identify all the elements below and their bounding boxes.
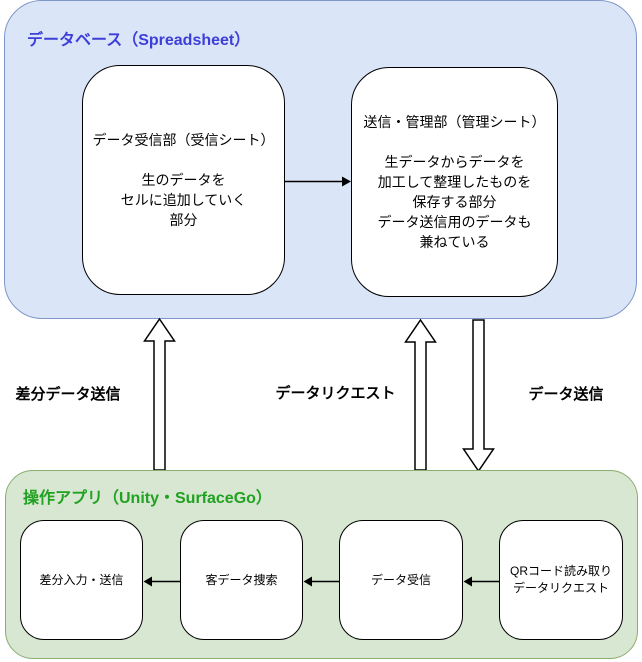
diff-input-send-box: 差分入力・送信 [20, 520, 143, 640]
send-manage-sheet-box: 送信・管理部（管理シート） 生データからデータを 加工して整理したものを 保存す… [351, 67, 558, 297]
qr-read-request-box: QRコード読み取り データリクエスト [499, 520, 623, 640]
data-receive-sheet-box: データ受信部（受信シート） 生のデータを セルに追加していく 部分 [82, 65, 285, 295]
diff-input-send-text: 差分入力・送信 [39, 572, 124, 587]
customer-data-search-box: 客データ捜索 [180, 520, 303, 640]
customer-data-search-text: 客データ捜索 [205, 572, 278, 587]
data-receive-text: データ受信 [370, 572, 431, 587]
arrow-head-icon [143, 576, 152, 587]
data-send-down-block-arrow [462, 319, 495, 473]
receive-to-search-arrow [303, 576, 339, 587]
data-receive-sheet-text: データ受信部（受信シート） 生のデータを セルに追加していく 部分 [92, 132, 275, 228]
arrow-head-icon [303, 576, 312, 587]
data-receive-box: データ受信 [339, 520, 463, 640]
data-request-up-block-arrow [404, 318, 437, 471]
down-arrow-icon [462, 319, 495, 473]
receive-to-manage-arrow [284, 176, 351, 187]
send-manage-sheet-text: 送信・管理部（管理シート） 生データからデータを 加工して整理したものを 保存す… [363, 114, 546, 250]
search-to-diff-arrow [143, 576, 180, 587]
data-send-label: データ送信 [528, 386, 604, 403]
arrow-head-icon [463, 576, 472, 587]
app-section-title: 操作アプリ（Unity・SurfaceGo） [23, 490, 272, 507]
database-section-title: データベース（Spreadsheet） [27, 32, 251, 49]
qr-to-receive-arrow [463, 576, 499, 587]
diff-send-label: 差分データ送信 [15, 386, 121, 403]
diff-send-up-block-arrow [143, 317, 176, 471]
up-arrow-icon [143, 317, 176, 471]
up-arrow-icon [404, 318, 437, 471]
arrow-head-icon [342, 176, 351, 187]
data-request-label: データリクエスト [275, 385, 396, 402]
qr-read-request-text: QRコード読み取り データリクエスト [509, 564, 612, 595]
